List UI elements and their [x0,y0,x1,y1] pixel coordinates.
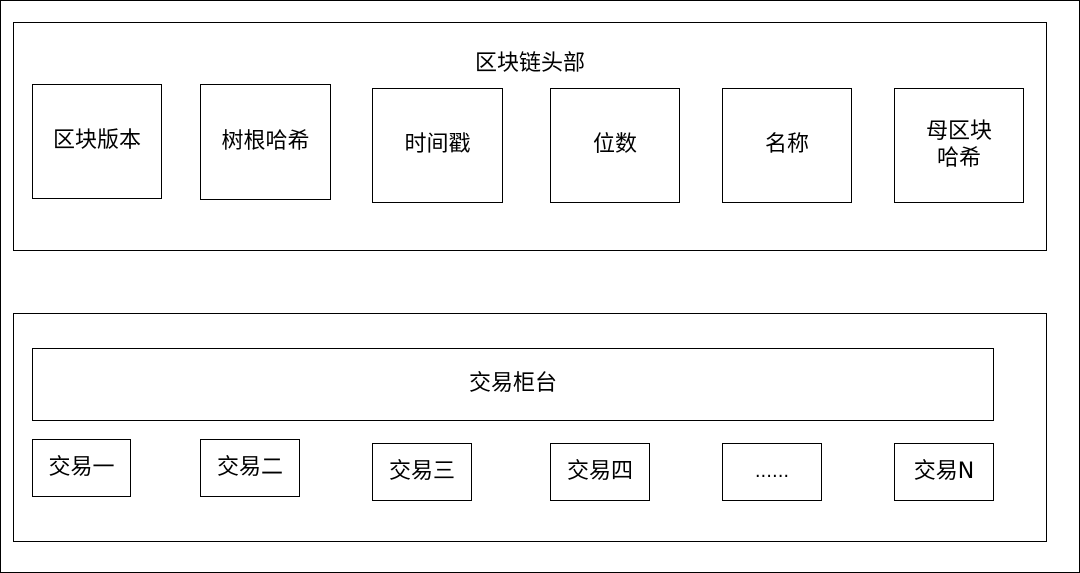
transaction-item-3: 交易三 [372,443,472,501]
transaction-item-4: 交易四 [550,443,650,501]
field-parent-hash: 母区块 哈希 [894,88,1024,203]
transaction-item-1: 交易一 [32,439,131,497]
field-timestamp: 时间戳 [372,88,503,203]
transaction-item-n: 交易N [894,443,994,501]
field-bits: 位数 [550,88,680,203]
transaction-counter: 交易柜台 [32,348,994,421]
field-merkle-root: 树根哈希 [200,84,331,200]
transaction-item-2: 交易二 [200,439,300,497]
field-name: 名称 [722,88,852,203]
transaction-item-ellipsis: ...... [722,443,822,501]
block-header-title: 区块链头部 [474,51,585,76]
block-header-container: 区块链头部 [13,22,1047,251]
field-block-version: 区块版本 [32,84,162,199]
